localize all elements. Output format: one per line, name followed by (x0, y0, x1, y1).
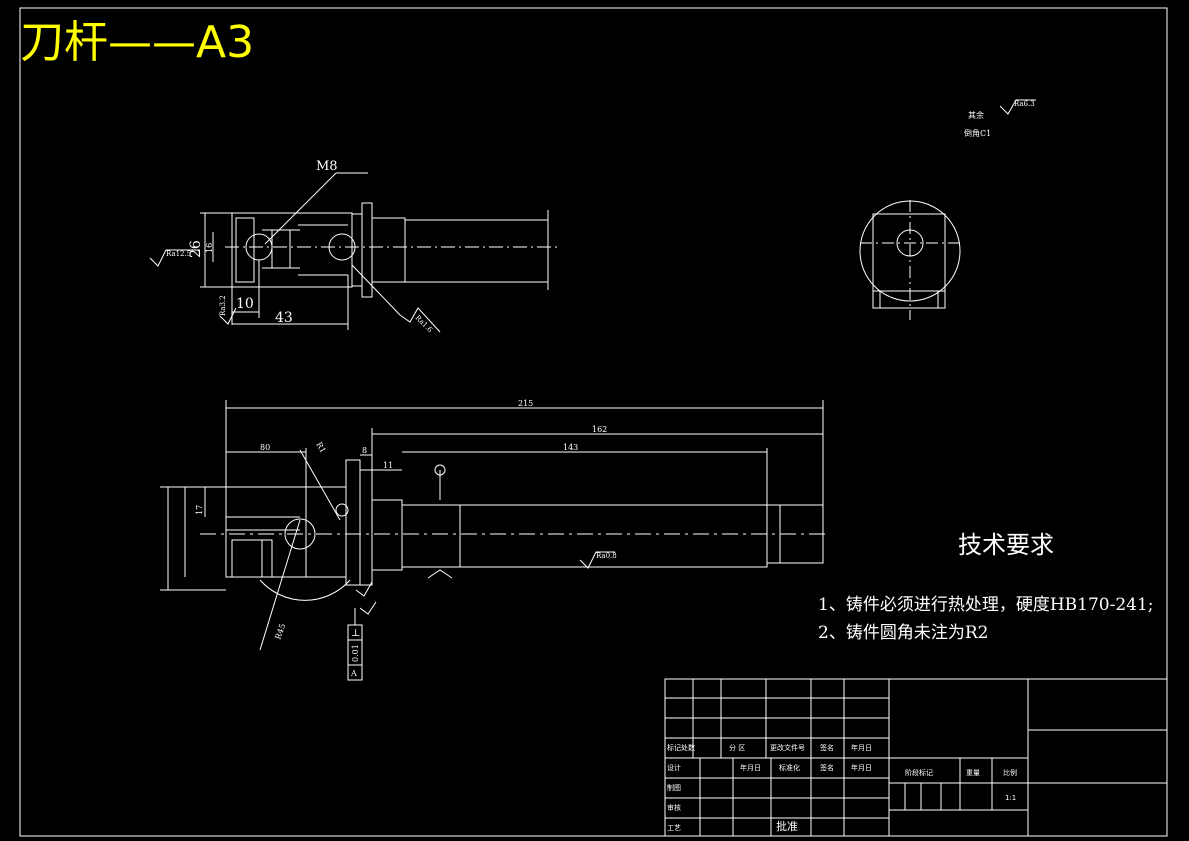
drawing-title: 刀杆——A3 (20, 17, 255, 68)
tb-standardize: 标准化 (779, 763, 800, 772)
tech-requirements-title: 技术要求 (958, 531, 1054, 559)
tech-requirement-2: 2、铸件圆角未注为R2 (818, 623, 989, 643)
side-note-others: 其余 (968, 110, 984, 120)
dim-10: 10 (236, 296, 254, 312)
tb-approve: 批准 (776, 819, 798, 833)
top-view (149, 172, 560, 333)
dim-143: 143 (563, 443, 578, 452)
tb-date-2: 年月日 (851, 763, 872, 772)
tb-scale: 比例 (1003, 768, 1017, 777)
tb-change-doc: 更改文件号 (770, 743, 805, 752)
tb-date: 年月日 (851, 743, 872, 752)
tb-design: 设计 (667, 763, 681, 772)
dim-162: 162 (592, 425, 607, 434)
tb-draw: 制图 (667, 783, 681, 792)
main-view (160, 400, 830, 681)
roughness-1-6: Ra1.6 (414, 314, 435, 335)
tb-signature-2: 签名 (820, 763, 834, 772)
dim-43: 43 (275, 310, 293, 326)
dim-r1: R1 (314, 441, 327, 455)
title-block (664, 678, 1168, 837)
tb-weight: 重量 (966, 769, 980, 777)
roughness-12-5: Ra12.5 (166, 250, 191, 258)
dim-80: 80 (260, 443, 270, 452)
tb-signature: 签名 (820, 743, 834, 752)
tb-scale-value: 1:1 (1005, 794, 1016, 802)
dim-m8: M8 (316, 159, 338, 174)
tolerance-value: 0.01 (351, 644, 360, 662)
dim-16: 16 (205, 243, 214, 253)
dim-r45: R45 (273, 622, 287, 640)
dim-26: 26 (188, 240, 204, 258)
tolerance-datum: A (350, 669, 357, 678)
dim-17: 17 (195, 505, 204, 515)
side-view (859, 99, 1036, 320)
roughness-0-8: Ra0.8 (596, 552, 617, 560)
tolerance-symbol: ⊥ (351, 628, 360, 639)
roughness-3-2: Ra3.2 (219, 295, 227, 316)
tb-partition: 分 区 (729, 743, 745, 752)
dim-11: 11 (383, 461, 393, 470)
drawing-border (19, 7, 1168, 837)
tb-review: 审核 (667, 803, 681, 812)
dim-215: 215 (518, 399, 533, 408)
tb-stage-mark: 阶段标记 (905, 768, 933, 777)
tb-process: 工艺 (667, 824, 681, 832)
roughness-6-3: Ra6.3 (1014, 100, 1035, 108)
dim-8: 8 (362, 446, 367, 455)
tb-design-date: 年月日 (740, 763, 761, 772)
side-note-chamfer: 倒角C1 (964, 128, 991, 138)
tb-mark-count: 标记处数 (667, 743, 695, 752)
tech-requirement-1: 1、铸件必须进行热处理，硬度HB170-241; (818, 595, 1154, 615)
